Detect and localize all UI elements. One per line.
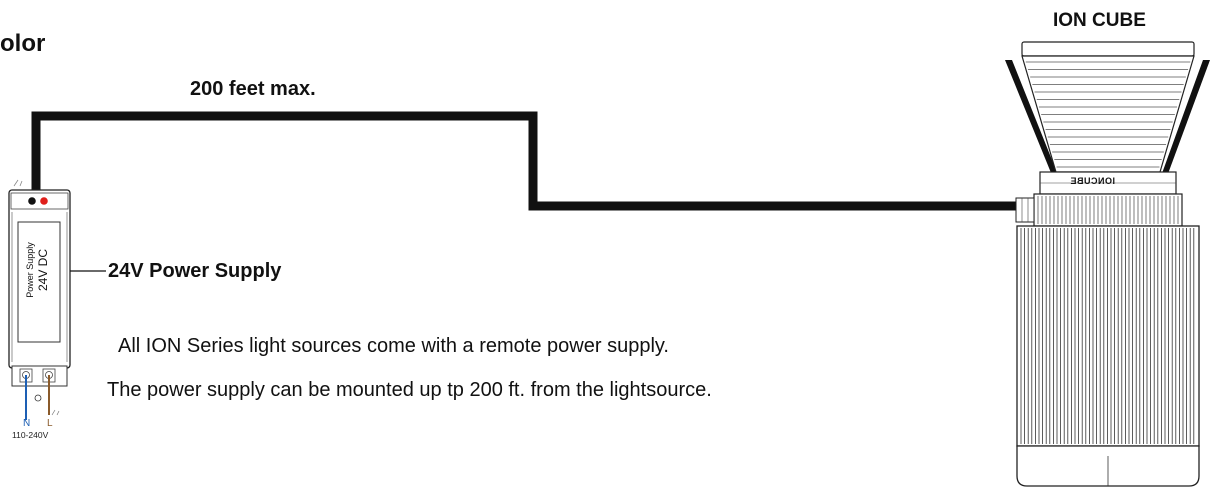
- negative-terminal-icon: [28, 197, 36, 205]
- fixture-brand-mark: IONCUBE: [1070, 176, 1116, 186]
- line-terminal-label: L: [47, 418, 53, 429]
- ion-cube-fixture: [1005, 41, 1210, 487]
- description-line-2: The power supply can be mounted up tp 20…: [107, 379, 712, 401]
- device-title: ION CUBE: [1053, 10, 1146, 31]
- cable-length-label: 200 feet max.: [190, 78, 316, 100]
- input-voltage-label: 110-240V: [12, 430, 49, 440]
- cable-path: [31, 111, 1016, 211]
- positive-terminal-icon: [40, 197, 48, 205]
- power-supply-face-label: Power Supply 24V DC: [6, 210, 66, 330]
- power-supply-face-line-1: Power Supply: [25, 242, 35, 298]
- description-line-1: All ION Series light sources come with a…: [118, 335, 669, 357]
- power-supply-face-line-2: 24V DC: [36, 248, 50, 292]
- title-fragment: olor: [0, 30, 46, 57]
- neutral-terminal-label: N: [23, 418, 31, 429]
- power-supply-unit: [8, 179, 71, 420]
- power-supply-callout: 24V Power Supply: [108, 260, 282, 282]
